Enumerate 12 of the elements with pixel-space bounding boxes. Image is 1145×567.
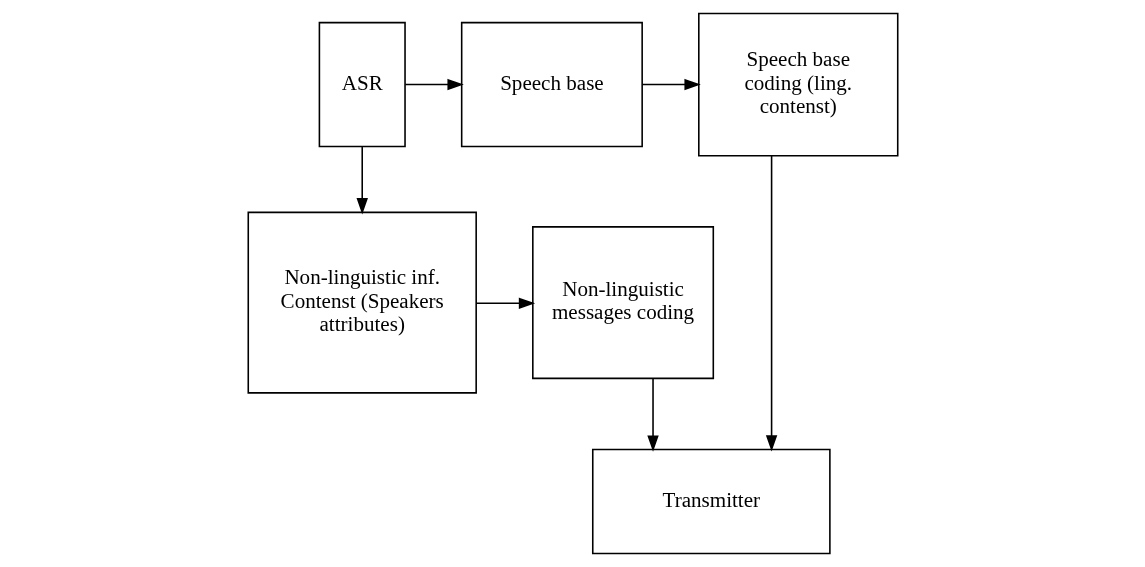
- arrow: [403, 78, 464, 91]
- node-box: Speech base: [460, 21, 643, 148]
- node-box: Non-linguistic inf. Contenst (Speakers attributes): [247, 211, 477, 394]
- node-box: ASR: [318, 21, 406, 148]
- arrow: [640, 78, 701, 91]
- arrow: [646, 377, 659, 452]
- node-box: Speech base coding (ling. contenst): [697, 12, 898, 157]
- arrow: [474, 297, 535, 309]
- node-box: Transmitter: [591, 448, 831, 555]
- arrow: [765, 155, 777, 452]
- arrow: [356, 146, 368, 215]
- node-box: Non-linguistic messages coding: [531, 226, 714, 380]
